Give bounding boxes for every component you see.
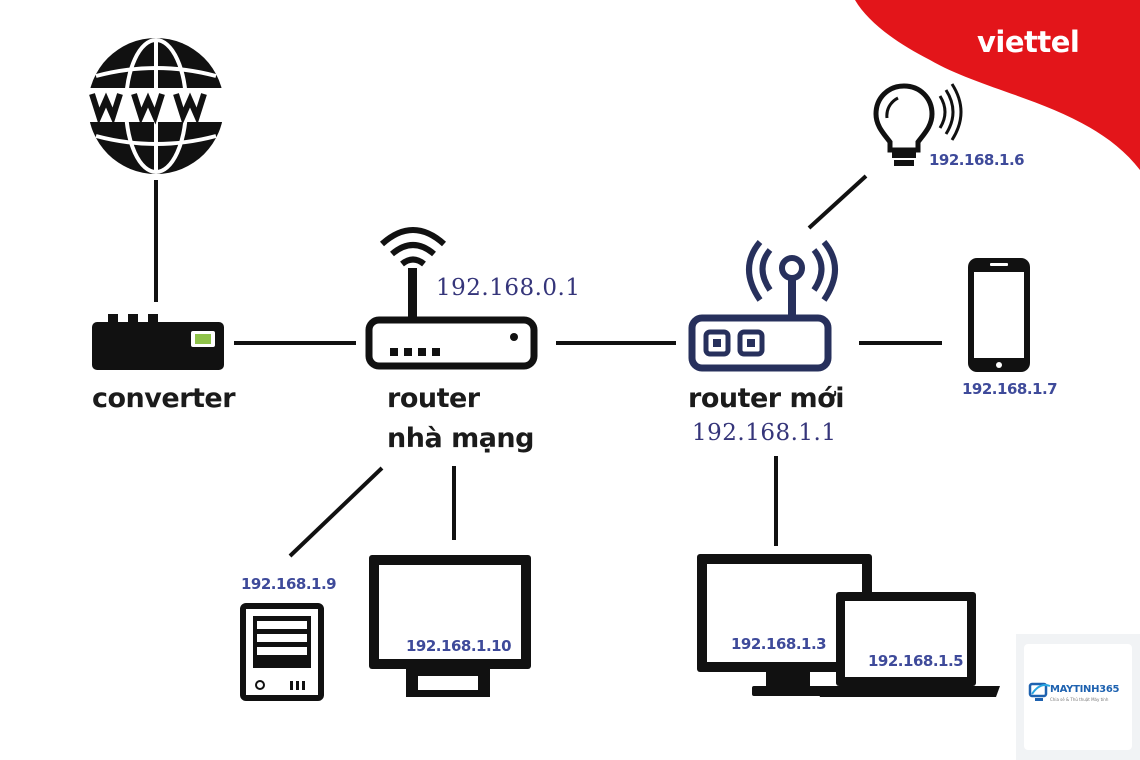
converter-label: converter — [92, 383, 236, 414]
laptop-ip: 192.168.1.5 — [868, 652, 964, 670]
isp-router-label-line1: router — [387, 383, 480, 414]
maytinh365-watermark: MAYTINH365 Chia sẻ & Thủ thuật Máy tính — [1016, 634, 1140, 760]
antenna-router-icon — [688, 240, 838, 372]
link-router-server — [288, 466, 384, 558]
connection-lines — [154, 174, 942, 558]
new-router-label: router mới — [688, 383, 844, 414]
monitor-icon — [369, 555, 531, 697]
link-newrouter-bulb — [807, 174, 868, 230]
new-router-ip: 192.168.1.1 — [692, 420, 837, 446]
www-globe-icon — [84, 38, 228, 174]
isp-router-ip: 192.168.0.1 — [436, 275, 581, 301]
server-tower-icon — [240, 603, 324, 701]
smartphone-icon — [968, 258, 1030, 372]
maytinh365-logo-icon — [1028, 682, 1051, 701]
converter-modem-icon — [92, 314, 224, 370]
smart-bulb-ip: 192.168.1.6 — [929, 151, 1025, 169]
brand-corner-shape — [855, 0, 1140, 170]
isp-router-label-line2: nhà mạng — [387, 423, 534, 454]
wifi-router-icon — [365, 227, 538, 370]
viettel-logo: viettel — [977, 25, 1080, 59]
smartphone-ip: 192.168.1.7 — [962, 380, 1058, 398]
maytinh365-tagline: Chia sẻ & Thủ thuật Máy tính — [1050, 697, 1109, 702]
light-bulb-icon — [873, 83, 963, 166]
maytinh365-card: MAYTINH365 Chia sẻ & Thủ thuật Máy tính — [1024, 644, 1132, 750]
desktop-ip: 192.168.1.3 — [731, 635, 827, 653]
server-ip: 192.168.1.9 — [241, 575, 337, 593]
monitor-ip: 192.168.1.10 — [406, 637, 512, 655]
desktop-monitor-icon — [697, 554, 872, 696]
maytinh365-name: MAYTINH365 — [1050, 684, 1120, 695]
laptop-icon — [816, 592, 1000, 697]
